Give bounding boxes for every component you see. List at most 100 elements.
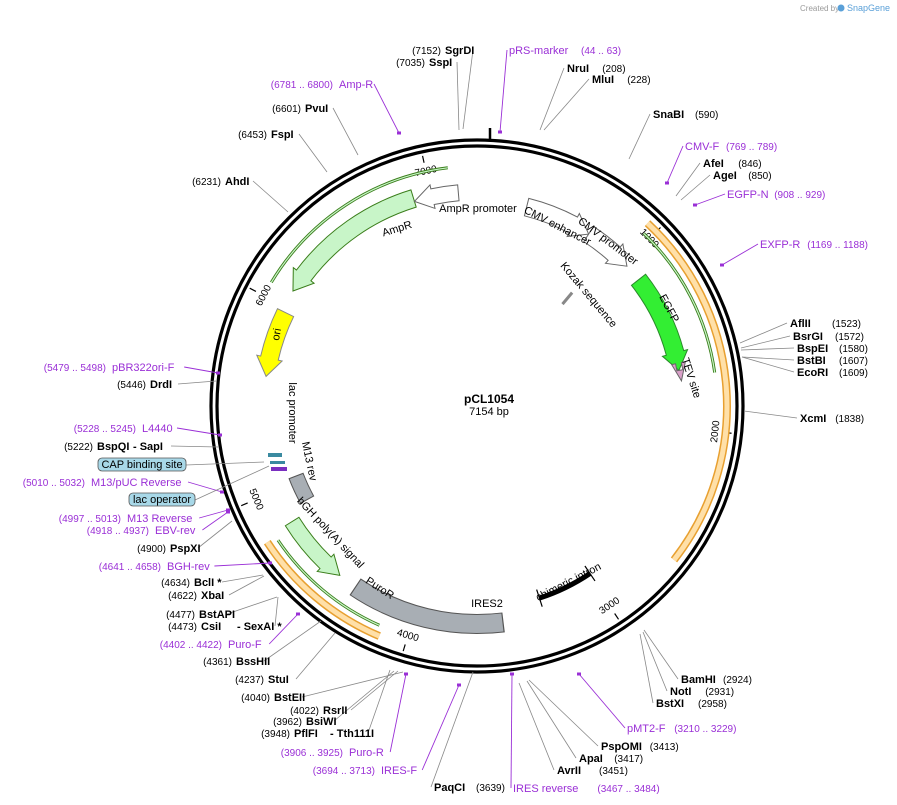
primer-name[interactable]: CMV-F [685,141,720,153]
primer-name[interactable]: M13/pUC Reverse [91,477,181,489]
enzyme-name[interactable]: NruI [567,63,589,75]
enzyme-name[interactable]: NotI [670,686,691,698]
enzyme-name[interactable]: BstEII [274,692,305,704]
enzyme-name[interactable]: BclI * [194,577,222,589]
enzyme-name-alt[interactable]: - SexAI * [237,621,282,633]
enzyme-name[interactable]: MluI [592,74,614,86]
enzyme-name[interactable]: AflII [790,318,811,330]
enzyme-name[interactable]: SspI [429,57,452,69]
kozak-label: Kozak sequence [558,260,619,330]
enzyme-name[interactable]: PspXI [170,543,201,555]
enzyme-name-alt[interactable]: - Tth111I [330,728,374,740]
enzyme-leader-line [228,575,265,596]
primer-position: (908 .. 929) [774,190,825,201]
ori-arrow [255,308,295,378]
primer-name[interactable]: BGH-rev [167,561,210,573]
enzyme-name[interactable]: CsiI [201,621,221,633]
intron-end-mark [536,589,543,607]
enzyme-name[interactable]: BstAPI [199,609,235,621]
primer-name[interactable]: pRS-marker [509,45,569,57]
primer-leader-line [176,427,221,436]
enzyme-name[interactable]: BamHI [681,674,716,686]
enzyme-name[interactable]: XcmI [800,413,826,425]
enzyme-name[interactable]: DrdI [150,379,172,391]
primer-site-mark [218,433,222,437]
enzyme-position: (2924) [723,675,752,686]
primer-position: (44 .. 63) [581,46,621,57]
primer-name[interactable]: IRES reverse [513,783,578,795]
enzyme-name[interactable]: PaqCI [434,782,465,794]
enzyme-name[interactable]: BspQI [97,441,129,453]
primer-name[interactable]: EXFP-R [760,239,800,251]
primer-name[interactable]: Puro-R [349,747,384,759]
enzyme-name[interactable]: BssHII [236,656,270,668]
enzyme-leader-line [295,632,336,680]
enzyme-leader-line [177,380,217,385]
enzyme-position: (4634) [161,578,190,589]
ampr-promoter-arrow [413,183,460,210]
primer-name[interactable]: EBV-rev [155,525,196,537]
enzyme-leader-line [643,629,679,680]
enzyme-leader-line [675,162,701,197]
tick-label: 6000 [254,283,274,308]
enzyme-name[interactable]: PflFI [294,728,318,740]
backbone-ring [209,138,745,674]
ampr-label: AmpR [381,219,414,239]
enzyme-leader-line [528,679,599,747]
primer-name[interactable]: pMT2-F [627,723,666,735]
primer-name[interactable]: Amp-R [339,79,373,91]
chimeric-intron-bar [538,571,592,601]
primer-name[interactable]: EGFP-N [727,189,769,201]
bgh-polya-block [289,473,313,503]
enzyme-position: (5446) [117,380,146,391]
enzyme-leader-line [263,620,322,662]
enzyme-name[interactable]: EcoRI [797,367,828,379]
enzyme-name[interactable]: FspI [271,129,294,141]
kozak-mark [561,291,574,306]
enzyme-name[interactable]: AfeI [703,158,724,170]
enzyme-name-alt[interactable]: - SapI [133,441,163,453]
orf-arrows [270,166,717,627]
primer-name[interactable]: IRES-F [381,765,417,777]
primer-position: (5479 .. 5498) [44,363,106,374]
plasmid-length: 7154 bp [469,406,509,418]
primer-position: (4918 .. 4937) [87,526,149,537]
enzyme-position: (4022) [290,706,319,717]
primer-leader-line [578,673,626,729]
tick-label: 3000 [597,595,622,617]
enzyme-name[interactable]: BspEI [797,343,828,355]
enzyme-position: (228) [627,75,650,86]
enzyme-name[interactable]: PspOMI [601,741,642,753]
enzyme-name[interactable]: BsrGI [793,331,823,343]
primer-leader-line [666,145,684,184]
enzyme-name[interactable]: AhdI [225,176,249,188]
primer-name[interactable]: Puro-F [228,639,262,651]
boxed-label-text[interactable]: lac operator [133,494,191,506]
primer-site-mark [457,683,461,687]
enzyme-position: (1838) [835,414,864,425]
enzyme-name[interactable]: PvuI [305,103,328,115]
enzyme-name[interactable]: BstBI [797,355,826,367]
enzyme-name[interactable]: AgeI [713,170,737,182]
boxed-label-leader [185,461,265,466]
enzyme-name[interactable]: SnaBI [653,109,684,121]
enzyme-name[interactable]: StuI [268,674,289,686]
enzyme-name[interactable]: BsiWI [306,716,337,728]
primer-position: (3467 .. 3484) [597,784,659,795]
enzyme-position: (2931) [705,687,734,698]
enzyme-leader-line [741,356,795,361]
primer-name[interactable]: pBR322ori-F [112,362,175,374]
primer-name[interactable]: L4440 [142,423,173,435]
enzyme-name[interactable]: AvrII [557,765,581,777]
primer-name[interactable]: M13 Reverse [127,513,192,525]
boxed-label-bg [97,457,187,472]
enzyme-leader-line [226,596,278,615]
enzyme-name[interactable]: RsrII [323,705,347,717]
enzyme-position: (4477) [166,610,195,621]
enzyme-name[interactable]: XbaI [201,590,224,602]
enzyme-name[interactable]: ApaI [579,753,603,765]
enzyme-name[interactable]: BstXI [656,698,684,710]
primer-leader-line [389,673,407,753]
enzyme-name[interactable]: SgrDI [445,45,474,57]
boxed-label-text[interactable]: CAP binding site [101,459,182,471]
